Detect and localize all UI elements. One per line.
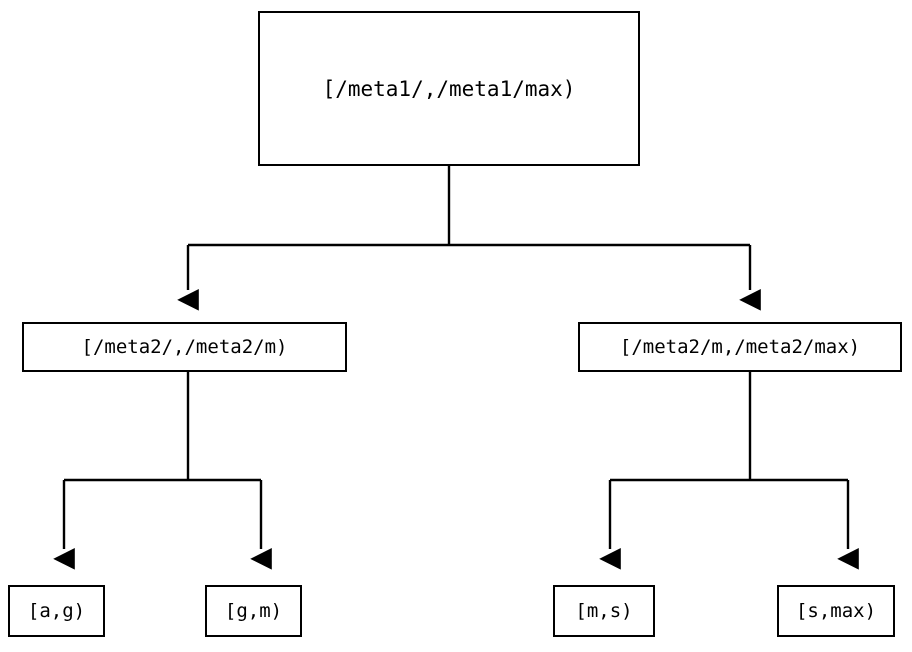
node-mid-left-label: [/meta2/,/meta2/m) bbox=[81, 336, 288, 358]
node-mid-right-label: [/meta2/m,/meta2/max) bbox=[619, 336, 861, 358]
node-leaf-smax[interactable]: [s,max) bbox=[777, 585, 895, 637]
node-leaf-gm-label: [g,m) bbox=[224, 600, 283, 622]
node-leaf-gm[interactable]: [g,m) bbox=[205, 585, 302, 637]
node-leaf-ms-label: [m,s) bbox=[575, 600, 633, 622]
node-mid-right[interactable]: [/meta2/m,/meta2/max) bbox=[578, 322, 902, 372]
node-leaf-smax-label: [s,max) bbox=[795, 600, 877, 622]
node-mid-left[interactable]: [/meta2/,/meta2/m) bbox=[22, 322, 347, 372]
node-leaf-ag[interactable]: [a,g) bbox=[8, 585, 105, 637]
node-leaf-ag-label: [a,g) bbox=[27, 600, 86, 622]
node-leaf-ms[interactable]: [m,s) bbox=[553, 585, 655, 637]
node-root-label: [/meta1/,/meta1/max) bbox=[322, 76, 576, 101]
node-root[interactable]: [/meta1/,/meta1/max) bbox=[258, 11, 640, 166]
